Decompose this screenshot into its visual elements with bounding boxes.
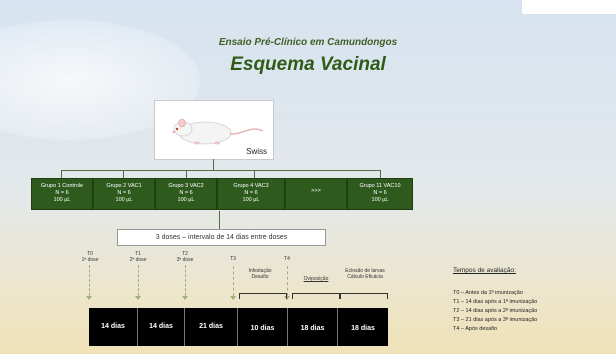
group-n: N = 6 <box>179 190 193 196</box>
group-volume: 100 µL <box>53 197 71 203</box>
timepoint-desc: 1ª dose <box>81 257 99 263</box>
group-n: N = 6 <box>373 190 387 196</box>
timepoint-label: T0 1ª dose <box>78 251 102 263</box>
mouse-image: Swiss <box>154 100 274 160</box>
day-segment: 14 dias <box>89 308 138 346</box>
slide-subtitle: Esquema Vacinal <box>230 54 386 75</box>
timepoint-code: T2 <box>182 251 188 257</box>
timepoint-arrow <box>89 265 90 296</box>
group-volume: 100 µL <box>242 197 260 203</box>
arrow-head-icon <box>182 296 188 300</box>
group-name: Grupo 1 Controle <box>40 183 84 189</box>
timepoint-arrow <box>138 265 139 296</box>
day-segment: 10 dias <box>238 308 288 346</box>
legend-item: T4 – Após desafio <box>453 326 498 332</box>
group-box: Grupo 1 Controle N = 6 100 µL <box>31 178 93 210</box>
group-box: Grupo 2 VAC1 N = 6 100 µL <box>93 178 155 210</box>
connector-line <box>123 170 124 178</box>
timepoint-desc: 3ª dose <box>176 257 194 263</box>
day-segment: 21 dias <box>185 308 238 346</box>
connector-line <box>380 170 381 178</box>
group-name: Grupo 11 VAC10 <box>359 183 401 189</box>
connector-line <box>61 170 380 171</box>
connector-line <box>254 170 255 178</box>
connector-line <box>213 159 214 170</box>
timepoint-arrow <box>185 265 186 296</box>
event-infection: Infestação Desafio <box>248 268 272 280</box>
period-bracket <box>340 293 388 299</box>
timepoint-label: T2 3ª dose <box>173 251 197 263</box>
timepoint-arrow <box>287 266 288 296</box>
group-name: >>> <box>311 188 321 194</box>
arrow-head-icon <box>284 296 290 300</box>
group-name: Grupo 2 VAC1 <box>106 183 142 189</box>
mouse-label: Swiss <box>246 147 267 156</box>
group-volume: 100 µL <box>177 197 195 203</box>
legend-title: Tempos de avaliação: <box>453 267 516 274</box>
group-box: Grupo 11 VAC10 N = 6 100 µL <box>347 178 413 210</box>
legend-item: T1 – 14 dias após a 1ª imunização <box>453 299 538 305</box>
timepoint-arrow <box>233 266 234 296</box>
legend-item: T0 – Antes da 1ª imunização <box>453 290 523 296</box>
timepoint-code: T4 <box>284 256 290 262</box>
legend-item: T3 – 21 dias após a 3ª imunização <box>453 317 538 323</box>
corner-panel <box>522 0 616 14</box>
group-n: N = 6 <box>244 190 258 196</box>
day-segment: 18 dias <box>288 308 338 346</box>
arrow-head-icon <box>230 296 236 300</box>
timepoint-label: T3 <box>226 256 240 262</box>
timepoint-code: T0 <box>87 251 93 257</box>
slide-title: Ensaio Pré-Clínico em Camundongos <box>218 37 398 48</box>
connector-line <box>61 170 62 178</box>
group-box: Grupo 3 VAC2 N = 6 100 µL <box>155 178 217 210</box>
timepoint-label: T4 <box>280 256 294 262</box>
event-hatching: Eclosão de larvas Cálculo Eficácia <box>345 268 385 280</box>
timepoint-code: T3 <box>230 256 236 262</box>
period-bracket <box>239 293 287 299</box>
timepoint-code: T1 <box>135 251 141 257</box>
arrow-head-icon <box>135 296 141 300</box>
group-volume: 100 µL <box>115 197 133 203</box>
connector-line <box>219 211 220 229</box>
arrow-head-icon <box>86 296 92 300</box>
mouse-icon <box>172 118 264 145</box>
day-segment: 14 dias <box>138 308 185 346</box>
event-oviposition: Oviposição <box>303 276 329 282</box>
group-box: Grupo 4 VAC3 N = 6 100 µL <box>217 178 285 210</box>
group-n: N = 6 <box>55 190 69 196</box>
legend-item: T2 – 14 dias após a 2ª imunização <box>453 308 538 314</box>
timepoint-label: T1 2ª dose <box>126 251 150 263</box>
connector-line <box>186 170 187 178</box>
group-box: >>> <box>285 178 347 210</box>
group-volume: 100 µL <box>371 197 389 203</box>
period-bracket <box>292 293 340 299</box>
group-name: Grupo 3 VAC2 <box>168 183 204 189</box>
timepoint-desc: 2ª dose <box>129 257 147 263</box>
group-name: Grupo 4 VAC3 <box>233 183 269 189</box>
day-segment: 18 dias <box>338 308 388 346</box>
doses-box: 3 doses – intervalo de 14 dias entre dos… <box>117 229 326 246</box>
group-n: N = 6 <box>117 190 131 196</box>
